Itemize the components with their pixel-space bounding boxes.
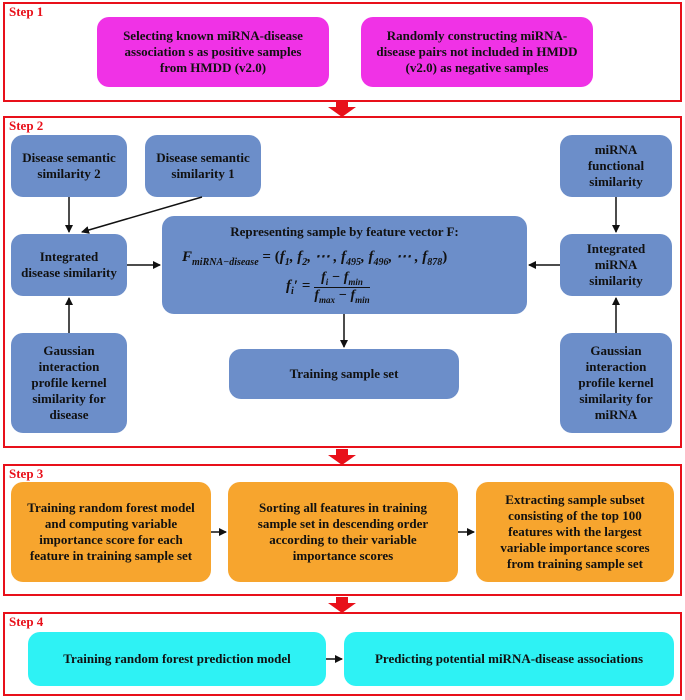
integrated-disease-similarity-box: Integrated disease similarity (11, 234, 127, 296)
step2-to-step3-arrow (328, 449, 356, 465)
extract-text: Extracting sample subset consisting of t… (500, 492, 650, 571)
step1-label: Step 1 (9, 4, 44, 19)
ims-text: Integrated miRNA similarity (586, 241, 646, 288)
mfs-text: miRNA functional similarity (587, 142, 645, 189)
positive-samples-box: Selecting known miRNA-disease associatio… (97, 17, 329, 87)
training-sample-set-box: Training sample set (229, 349, 459, 399)
rf-text: Training random forest model and computi… (27, 500, 195, 563)
sort-text: Sorting all features in training sample … (257, 500, 429, 563)
training-sample-set-text: Training sample set (289, 366, 399, 381)
negative-samples-box: Randomly constructing miRNA- disease pai… (361, 17, 593, 87)
disease-semantic-similarity-1-box: Disease semantic similarity 1 (145, 135, 261, 197)
gipm-text: Gaussian interaction profile kernel simi… (578, 343, 654, 422)
train-prediction-model-box: Training random forest prediction model (28, 632, 326, 686)
step4-frame: Step 4 (3, 612, 682, 696)
step3-label: Step 3 (9, 466, 44, 481)
dss1-text: Disease semantic similarity 1 (156, 150, 250, 181)
feature-vector-title: Representing sample by feature vector F: (230, 224, 459, 239)
disease-semantic-similarity-2-box: Disease semantic similarity 2 (11, 135, 127, 197)
predict-text: Predicting potential miRNA-disease assoc… (374, 651, 644, 666)
integrated-mirna-similarity-box: Integrated miRNA similarity (560, 234, 672, 296)
gipd-text: Gaussian interaction profile kernel simi… (31, 343, 107, 422)
step3-to-step4-arrow (328, 597, 356, 613)
step2-label: Step 2 (9, 118, 44, 133)
step2-frame: Step 2 (3, 116, 682, 448)
feature-vector-formula: FmiRNA−disease = (f1, f2, ⋯ , f495, f496… (182, 249, 448, 268)
step4-label: Step 4 (9, 614, 44, 629)
ids-text: Integrated disease similarity (21, 249, 117, 280)
train-prediction-text: Training random forest prediction model (63, 651, 291, 666)
feature-vector-box: Representing sample by feature vector F: (162, 216, 527, 314)
extract-subset-box: Extracting sample subset consisting of t… (476, 482, 674, 582)
random-forest-importance-box: Training random forest model and computi… (11, 482, 211, 582)
negative-samples-text: Randomly constructing miRNA- disease pai… (376, 28, 578, 75)
dss2-text: Disease semantic similarity 2 (22, 150, 116, 181)
sort-features-box: Sorting all features in training sample … (228, 482, 458, 582)
mirna-functional-similarity-box: miRNA functional similarity (560, 135, 672, 197)
step1-to-step2-arrow (328, 101, 356, 117)
normalization-formula: fi′ = fi − fmin fmax − fmin (286, 270, 370, 305)
dss1-to-ids-arrow (81, 196, 203, 234)
gip-mirna-box: Gaussian interaction profile kernel simi… (560, 333, 672, 433)
predict-associations-box: Predicting potential miRNA-disease assoc… (344, 632, 674, 686)
positive-samples-text: Selecting known miRNA-disease associatio… (123, 28, 303, 75)
gip-disease-box: Gaussian interaction profile kernel simi… (11, 333, 127, 433)
step3-frame: Step 3 (3, 464, 682, 596)
